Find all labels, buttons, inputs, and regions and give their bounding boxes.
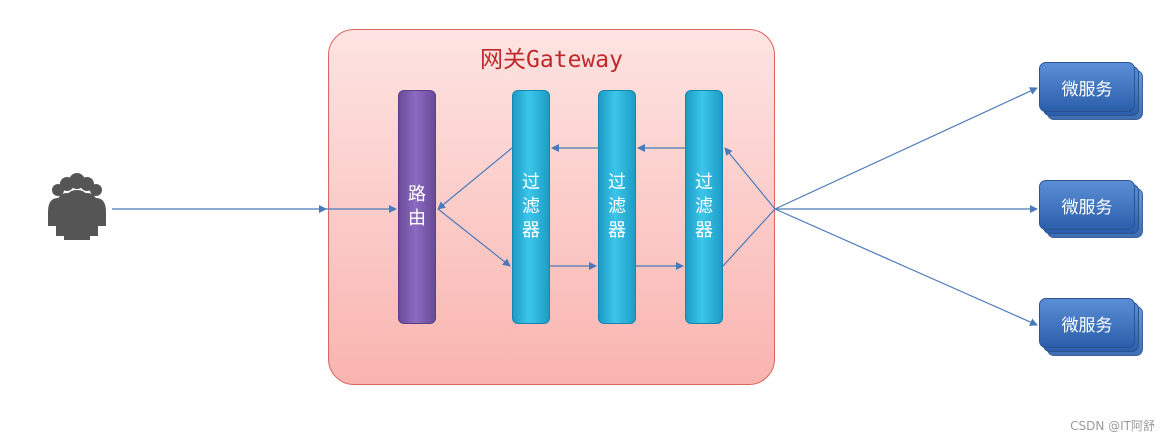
arrow-route-to-filter1: [437, 208, 511, 267]
microservice-3: 微服务: [1039, 298, 1143, 356]
route-block: 路由: [398, 90, 436, 324]
arrow-return-to-filter3: [724, 147, 776, 210]
users-group-icon: [48, 173, 106, 240]
arrow-to-service3: [774, 208, 1038, 326]
filter-block-2: 过滤器: [598, 90, 636, 324]
microservice-2: 微服务: [1039, 180, 1143, 238]
route-label: 路由: [408, 184, 426, 229]
filter-label: 过滤器: [608, 172, 626, 241]
line-filter3-out: [722, 208, 776, 267]
filter-block-1: 过滤器: [512, 90, 550, 324]
filter-block-3: 过滤器: [685, 90, 723, 324]
arrow-filter1-to-route: [437, 147, 513, 210]
arrow-to-service1: [774, 87, 1038, 210]
gateway-title: 网关Gateway: [480, 47, 623, 73]
microservice-label: 微服务: [1039, 298, 1135, 348]
microservice-label: 微服务: [1039, 62, 1135, 112]
microservice-label: 微服务: [1039, 180, 1135, 230]
filter-label: 过滤器: [695, 172, 713, 241]
filter-label: 过滤器: [522, 172, 540, 241]
watermark: CSDN @IT阿舒: [1070, 419, 1155, 433]
microservice-1: 微服务: [1039, 62, 1143, 120]
